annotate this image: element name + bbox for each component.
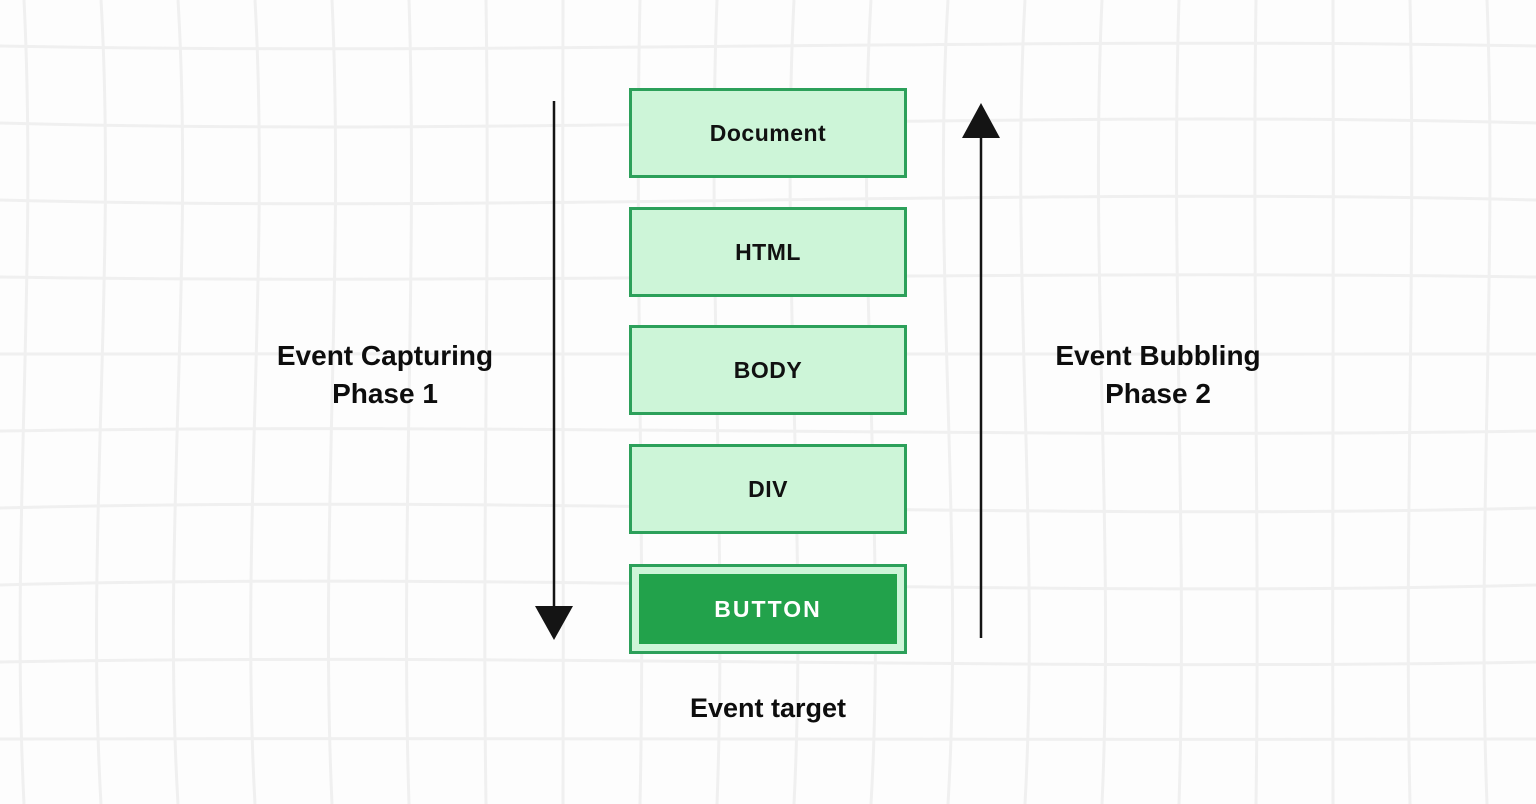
- node-div: DIV: [629, 444, 907, 534]
- capturing-phase-subtitle: Phase 1: [332, 377, 438, 409]
- node-div-label: DIV: [748, 475, 788, 502]
- node-button-target-box: BUTTON: [639, 574, 897, 644]
- node-html-label: HTML: [735, 238, 801, 265]
- capturing-phase-title: Event Capturing: [276, 340, 494, 371]
- node-button: BUTTON: [629, 564, 907, 654]
- node-body: BODY: [629, 325, 907, 415]
- bubbling-phase-label: Event Bubbling Phase 2: [988, 337, 1328, 413]
- node-button-label: BUTTON: [714, 595, 822, 622]
- bubbling-up-arrow-icon: [962, 103, 1000, 638]
- bubbling-phase-subtitle: Phase 2: [1105, 377, 1211, 409]
- bubbling-phase-title: Event Bubbling: [1055, 340, 1261, 371]
- node-document-label: Document: [709, 119, 827, 146]
- capturing-down-arrow-icon: [535, 101, 573, 640]
- node-body-label: BODY: [733, 356, 803, 383]
- capturing-phase-label: Event Capturing Phase 1: [215, 337, 555, 413]
- node-document: Document: [629, 88, 907, 178]
- node-html: HTML: [629, 207, 907, 297]
- event-target-caption: Event target: [689, 693, 847, 723]
